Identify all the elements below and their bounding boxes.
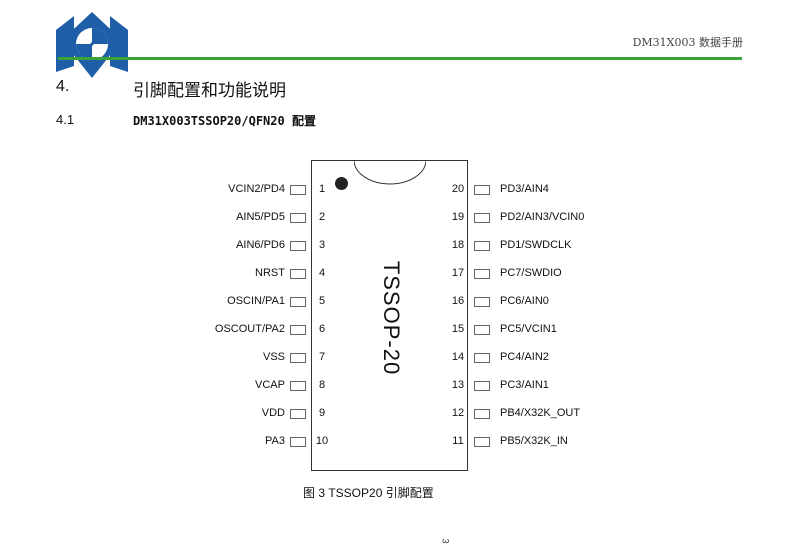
pin-label: PC3/AIN1 [500, 379, 549, 391]
pin-number: 4 [318, 267, 326, 279]
page-number: 3 [440, 538, 451, 544]
pin-number: 20 [451, 183, 465, 195]
pin-lead [474, 437, 490, 447]
pin-label: PC5/VCIN1 [500, 323, 557, 335]
pin-number: 9 [318, 407, 326, 419]
pin-number: 19 [451, 211, 465, 223]
document-title: DM31X003 数据手册 [632, 36, 743, 49]
pin-label: OSCIN/PA1 [227, 295, 285, 307]
pin-number: 7 [318, 351, 326, 363]
pin-lead [290, 269, 306, 279]
chip-name: TSSOP-20 [379, 260, 404, 376]
pin-lead [290, 409, 306, 419]
pin-lead [474, 353, 490, 363]
pin-lead [474, 325, 490, 335]
company-logo [56, 12, 128, 78]
pin-number: 8 [318, 379, 326, 391]
subsection-number: 4.1 [56, 112, 75, 127]
pin-label: VCIN2/PD4 [228, 183, 285, 195]
pin-label: PD2/AIN3/VCIN0 [500, 211, 585, 223]
pin-label: NRST [255, 267, 285, 279]
pin-lead [474, 241, 490, 251]
pin-label: PD1/SWDCLK [500, 239, 572, 251]
subsection-title: DM31X003TSSOP20/QFN20 配置 [133, 114, 316, 128]
pin-lead [290, 297, 306, 307]
figure-caption: 图 3 TSSOP20 引脚配置 [303, 486, 434, 500]
pin-lead [290, 353, 306, 363]
pin-number: 2 [318, 211, 326, 223]
pin-label: VSS [262, 351, 285, 363]
pin-label: OSCOUT/PA2 [214, 323, 285, 335]
pin-label: PB4/X32K_OUT [500, 407, 581, 419]
pin-lead [290, 437, 306, 447]
pin-number: 5 [318, 295, 326, 307]
pin-label: VDD [261, 407, 285, 419]
pin-label: PD3/AIN4 [500, 183, 549, 195]
chip-body [311, 160, 468, 471]
pin-lead [290, 381, 306, 391]
header-rule [58, 57, 742, 60]
chip-notch [354, 160, 426, 185]
section-number: 4. [56, 78, 70, 95]
pin-lead [290, 325, 306, 335]
pin-label: AIN6/PD6 [236, 239, 285, 251]
pin-number: 10 [315, 435, 329, 447]
pin-number: 14 [451, 351, 465, 363]
pin-label: PC6/AIN0 [500, 295, 549, 307]
pin1-dot [335, 177, 348, 190]
pin-lead [474, 381, 490, 391]
pin-lead [474, 409, 490, 419]
pin-label: VCAP [255, 379, 285, 391]
pin-label: AIN5/PD5 [236, 211, 285, 223]
pin-label: PC7/SWDIO [500, 267, 562, 279]
pin-number: 1 [318, 183, 326, 195]
pin-number: 3 [318, 239, 326, 251]
section-title: 引脚配置和功能说明 [133, 81, 286, 100]
pin-label: PA3 [265, 435, 285, 447]
pin-number: 18 [451, 239, 465, 251]
pin-lead [290, 241, 306, 251]
pin-number: 11 [452, 435, 464, 447]
pin-number: 15 [451, 323, 465, 335]
pin-lead [290, 213, 306, 223]
pin-lead [290, 185, 306, 195]
pin-number: 13 [451, 379, 465, 391]
pin-number: 16 [451, 295, 465, 307]
pin-lead [474, 185, 490, 195]
pin-number: 17 [451, 267, 465, 279]
pin-lead [474, 269, 490, 279]
pin-label: PC4/AIN2 [500, 351, 549, 363]
pin-label: PB5/X32K_IN [500, 435, 568, 447]
pin-number: 6 [318, 323, 326, 335]
pin-number: 12 [451, 407, 465, 419]
pin-lead [474, 297, 490, 307]
pin-lead [474, 213, 490, 223]
